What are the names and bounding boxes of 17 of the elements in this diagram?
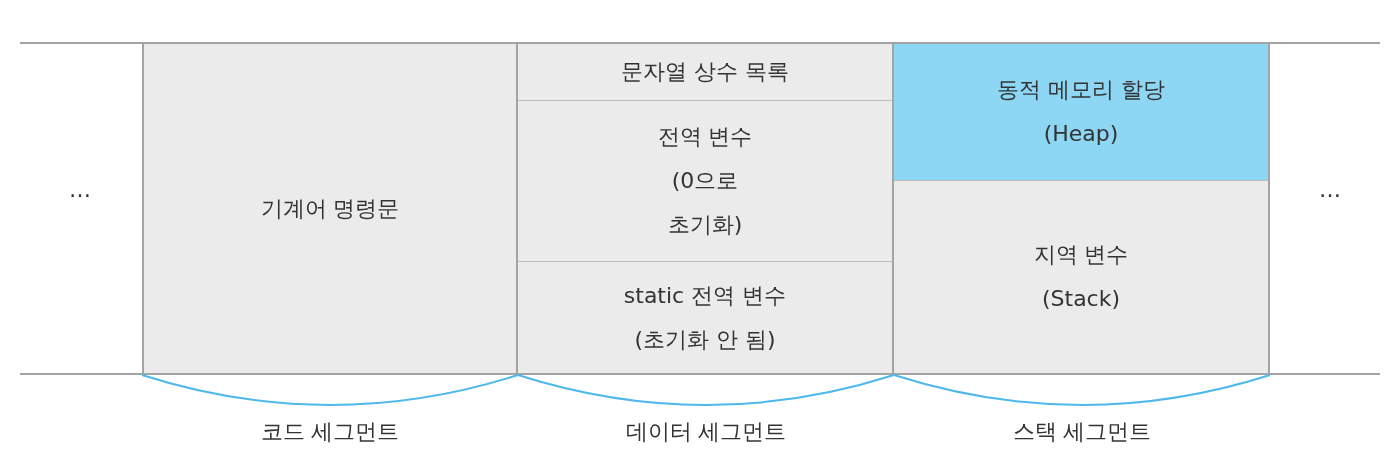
cell-text: 기계어 명령문 (260, 194, 400, 223)
ellipsis-text: … (69, 177, 91, 202)
cell-text: 지역 변수 (Stack) (1032, 241, 1130, 313)
cell-text: 문자열 상수 목록 (621, 58, 789, 86)
memory-cell (518, 262, 894, 373)
segment-label: 코드 세그먼트 (260, 418, 400, 446)
segment-label: 데이터 세그먼트 (625, 418, 787, 446)
memory-cell (142, 44, 518, 373)
cell-text: 전역 변수 (0으로 초기화) (656, 123, 754, 239)
segment-label: 스택 세그먼트 (1012, 418, 1152, 446)
cell-text: static 전역 변수 (초기화 안 됨) (622, 281, 788, 354)
cell-text: 동적 메모리 할당 (Heap) (996, 76, 1166, 148)
memory-cell (894, 44, 1270, 181)
memory-cell (518, 101, 894, 262)
ellipsis-text: … (1319, 177, 1341, 202)
memory-cell (518, 44, 894, 101)
memory-cell (894, 181, 1270, 373)
